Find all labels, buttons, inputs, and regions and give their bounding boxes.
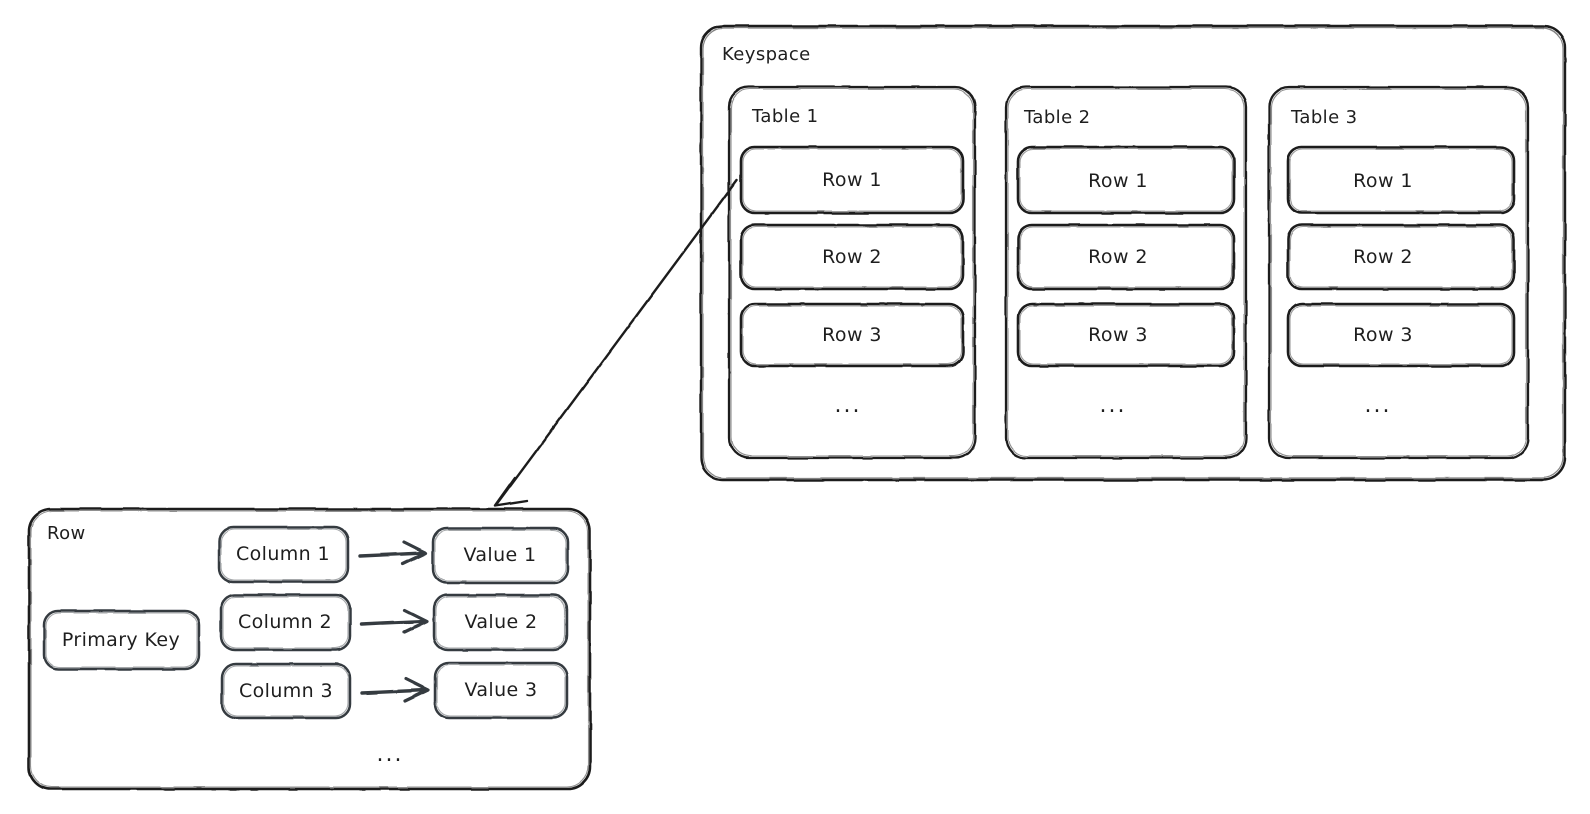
column-3-box[interactable] xyxy=(222,664,350,718)
table-2-row-1[interactable] xyxy=(1018,147,1234,213)
table-3-row-1[interactable] xyxy=(1288,147,1514,213)
table-2-ellipsis: ... xyxy=(1099,393,1127,418)
value-3-box[interactable] xyxy=(435,663,567,718)
value-1-box[interactable] xyxy=(433,528,568,583)
table-1-row-2[interactable] xyxy=(741,225,963,289)
table-3-row-2[interactable] xyxy=(1288,225,1514,289)
table-1-ellipsis: ... xyxy=(834,393,862,418)
table-1-row-1[interactable] xyxy=(741,147,963,213)
table-2-row-2[interactable] xyxy=(1018,225,1234,289)
table-3-row-3[interactable] xyxy=(1288,304,1514,366)
column-2-box[interactable] xyxy=(221,595,350,650)
table-1-row-3[interactable] xyxy=(741,304,963,366)
table-3-ellipsis: ... xyxy=(1364,393,1392,418)
primary-key-box[interactable] xyxy=(44,611,199,669)
value-2-box[interactable] xyxy=(434,595,567,650)
column-1-box[interactable] xyxy=(219,527,348,582)
table-2-row-3[interactable] xyxy=(1018,304,1234,366)
row-detail-ellipsis: ... xyxy=(376,742,404,767)
